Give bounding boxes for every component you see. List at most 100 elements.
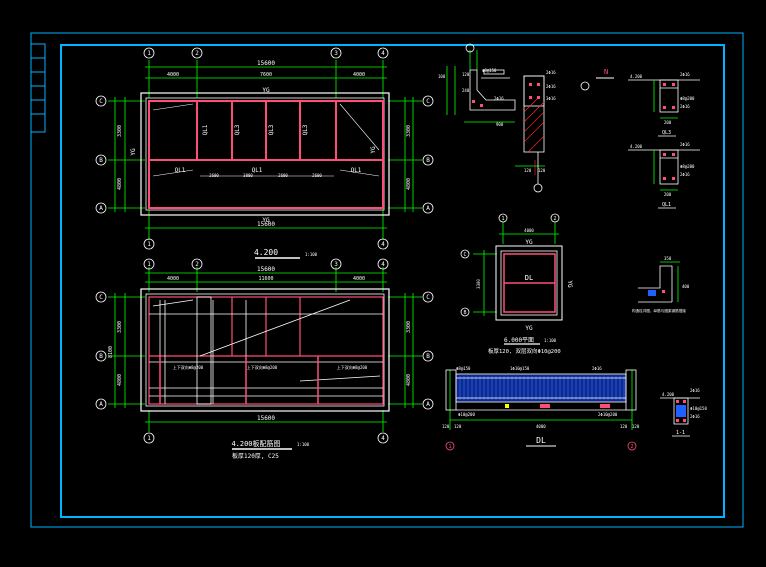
sec-c-label-1: 2Φ16 [680, 142, 690, 147]
det-note: 构造柱详图，纵筋与圈梁钢筋搭接 [632, 308, 686, 313]
sp-dim-side: 3300 [476, 279, 481, 289]
sec-b-caption: QL3 [662, 130, 671, 136]
p2-axis-a-right: A [426, 401, 430, 408]
section-parapet-detail: Φ8@150 2Φ16 2Φ16 3Φ16 2Φ16 100 900 120 1… [438, 43, 614, 193]
sec-a-label-1: Φ8@150 [482, 68, 497, 73]
spacing-4: 2600 [312, 173, 322, 178]
p2-dim-side-total: 8100 [108, 346, 114, 358]
det-label-2: 400 [682, 284, 690, 289]
plan1-title: 4.200 [254, 248, 278, 257]
sp-label-top: YG [525, 239, 533, 246]
label-v2: QL3 [234, 124, 241, 135]
axis-c-left: C [99, 98, 103, 105]
p2-dim-bottom-total: 15600 [257, 415, 275, 422]
sec-c-label-3: 2Φ16 [680, 172, 690, 177]
spacing-3: 2600 [278, 173, 288, 178]
axis-1-top: 1 [147, 50, 151, 57]
sp-scale: 1:100 [544, 338, 557, 343]
sec-b-label-4: 200 [664, 120, 672, 125]
sec-c-label-4: 200 [664, 192, 672, 197]
axis-2-top: 2 [195, 50, 199, 57]
p2-axis-1-top: 1 [147, 261, 151, 268]
spacing-1: 2600 [209, 173, 219, 178]
sp-axis-c: C [463, 252, 466, 258]
p2-dim-side-r2: 4800 [406, 374, 412, 386]
sp-title: 6.000平面 [504, 337, 534, 344]
sec-b-elev: 4.200 [630, 74, 643, 79]
sec-a-label-4: 3Φ16 [546, 96, 556, 101]
sp-label-center: DL [525, 274, 533, 282]
plan2-note: 板厚120厚, C25 [232, 452, 279, 460]
label-yg-left: YG [130, 148, 137, 156]
p2-axis-c-right: C [426, 294, 430, 301]
det-label-1: 350 [664, 256, 672, 261]
p2-dim-side-1: 3300 [117, 321, 123, 333]
sec-d-label-2: Φ10@150 [690, 406, 707, 411]
label-v1: QL1 [202, 124, 209, 135]
p2-dim-top-part-1: 4000 [167, 276, 179, 282]
axis-a-left: A [99, 205, 103, 212]
elev-label-5: 2Φ10@200 [598, 412, 618, 417]
sec-c-label-2: Φ8@200 [680, 164, 695, 169]
p2-axis-c-left: C [99, 294, 103, 301]
p2-rebar-label-3: 上下双向Φ8@200 [337, 364, 368, 370]
elev-label-4: Φ10@200 [458, 412, 475, 417]
sec-c-caption: QL1 [662, 202, 671, 208]
spacing-2: 3800 [243, 173, 253, 178]
sp-axis-2: 2 [553, 216, 556, 222]
p2-dim-top-total: 15600 [257, 266, 275, 273]
sec-a-label-5: 2Φ16 [494, 96, 504, 101]
p2-axis-4-top: 4 [381, 261, 385, 268]
p2-axis-b-right: B [426, 353, 430, 360]
drawing-frame [30, 32, 744, 528]
elev-label-2: 1Φ10@150 [510, 366, 530, 371]
p2-dim-side-2: 4800 [117, 374, 123, 386]
p2-rebar-label-1: 上下双向Φ8@200 [173, 364, 204, 370]
label-ql1-c: QL1 [351, 167, 362, 174]
axis-b-right: B [426, 157, 430, 164]
plan-4200-reinforcement: 15600 4000 11600 4000 15600 3300 4800 81… [95, 258, 434, 460]
dim-side-r1: 3300 [406, 125, 412, 137]
elev-dim-2: 120 [454, 424, 462, 429]
p2-axis-2-top: 2 [195, 261, 199, 268]
elev-dim-4: 120 [620, 424, 628, 429]
sec-c-elev: 4.200 [630, 144, 643, 149]
sec-a-label-10: 240 [462, 88, 470, 93]
plan-4200-structural: 15600 4000 7600 4000 15600 3300 4800 330… [95, 47, 434, 259]
section-1-1: 4.200 2Φ16 Φ10@150 2Φ16 1-1 [660, 388, 707, 437]
sec-a-label-9: 120 [462, 72, 470, 77]
label-ql1-b: QL1 [252, 167, 263, 174]
axis-1-bottom: 1 [147, 241, 151, 248]
label-v4: QL3 [302, 124, 309, 135]
elev-label-3: 2Φ16 [592, 366, 602, 371]
column-detail: 350 400 构造柱详图，纵筋与圈梁钢筋搭接 [632, 256, 690, 313]
sec-b-label-3: 2Φ16 [680, 104, 690, 109]
sec-a-label-7: 900 [496, 122, 504, 127]
sec-a-label-8: 120 [524, 168, 532, 173]
p2-dim-top-part-2: 11600 [258, 276, 273, 282]
p2-axis-3-top: 3 [334, 261, 338, 268]
dim-bottom-total: 15600 [257, 221, 275, 228]
sec-d-caption: 1-1 [676, 430, 685, 436]
dim-top-part-3: 4000 [353, 72, 365, 78]
p2-axis-4-bottom: 4 [381, 435, 385, 442]
sec-a-label-11: 120 [538, 168, 546, 173]
label-ql1-a: QL1 [175, 167, 186, 174]
sp-label-right: YG [566, 280, 573, 288]
plan2-scale: 1:100 [297, 442, 310, 447]
sp-label-bottom: YG [525, 325, 533, 332]
sec-b-label-1: 2Φ16 [680, 72, 690, 77]
dim-side-r2: 4800 [406, 178, 412, 190]
elev-caption: DL [536, 436, 546, 445]
axis-c-right: C [426, 98, 430, 105]
axis-b-left: B [99, 157, 103, 164]
sp-dim-top: 4000 [524, 228, 534, 233]
axis-a-right: A [426, 205, 430, 212]
sec-d-elev: 4.200 [662, 392, 675, 397]
elev-dim-5: 120 [632, 424, 640, 429]
sec-d-label-1: 2Φ16 [690, 388, 700, 393]
label-v3: QL3 [268, 124, 275, 135]
north-marker: N [604, 68, 608, 76]
axis-3-top: 3 [334, 50, 338, 57]
